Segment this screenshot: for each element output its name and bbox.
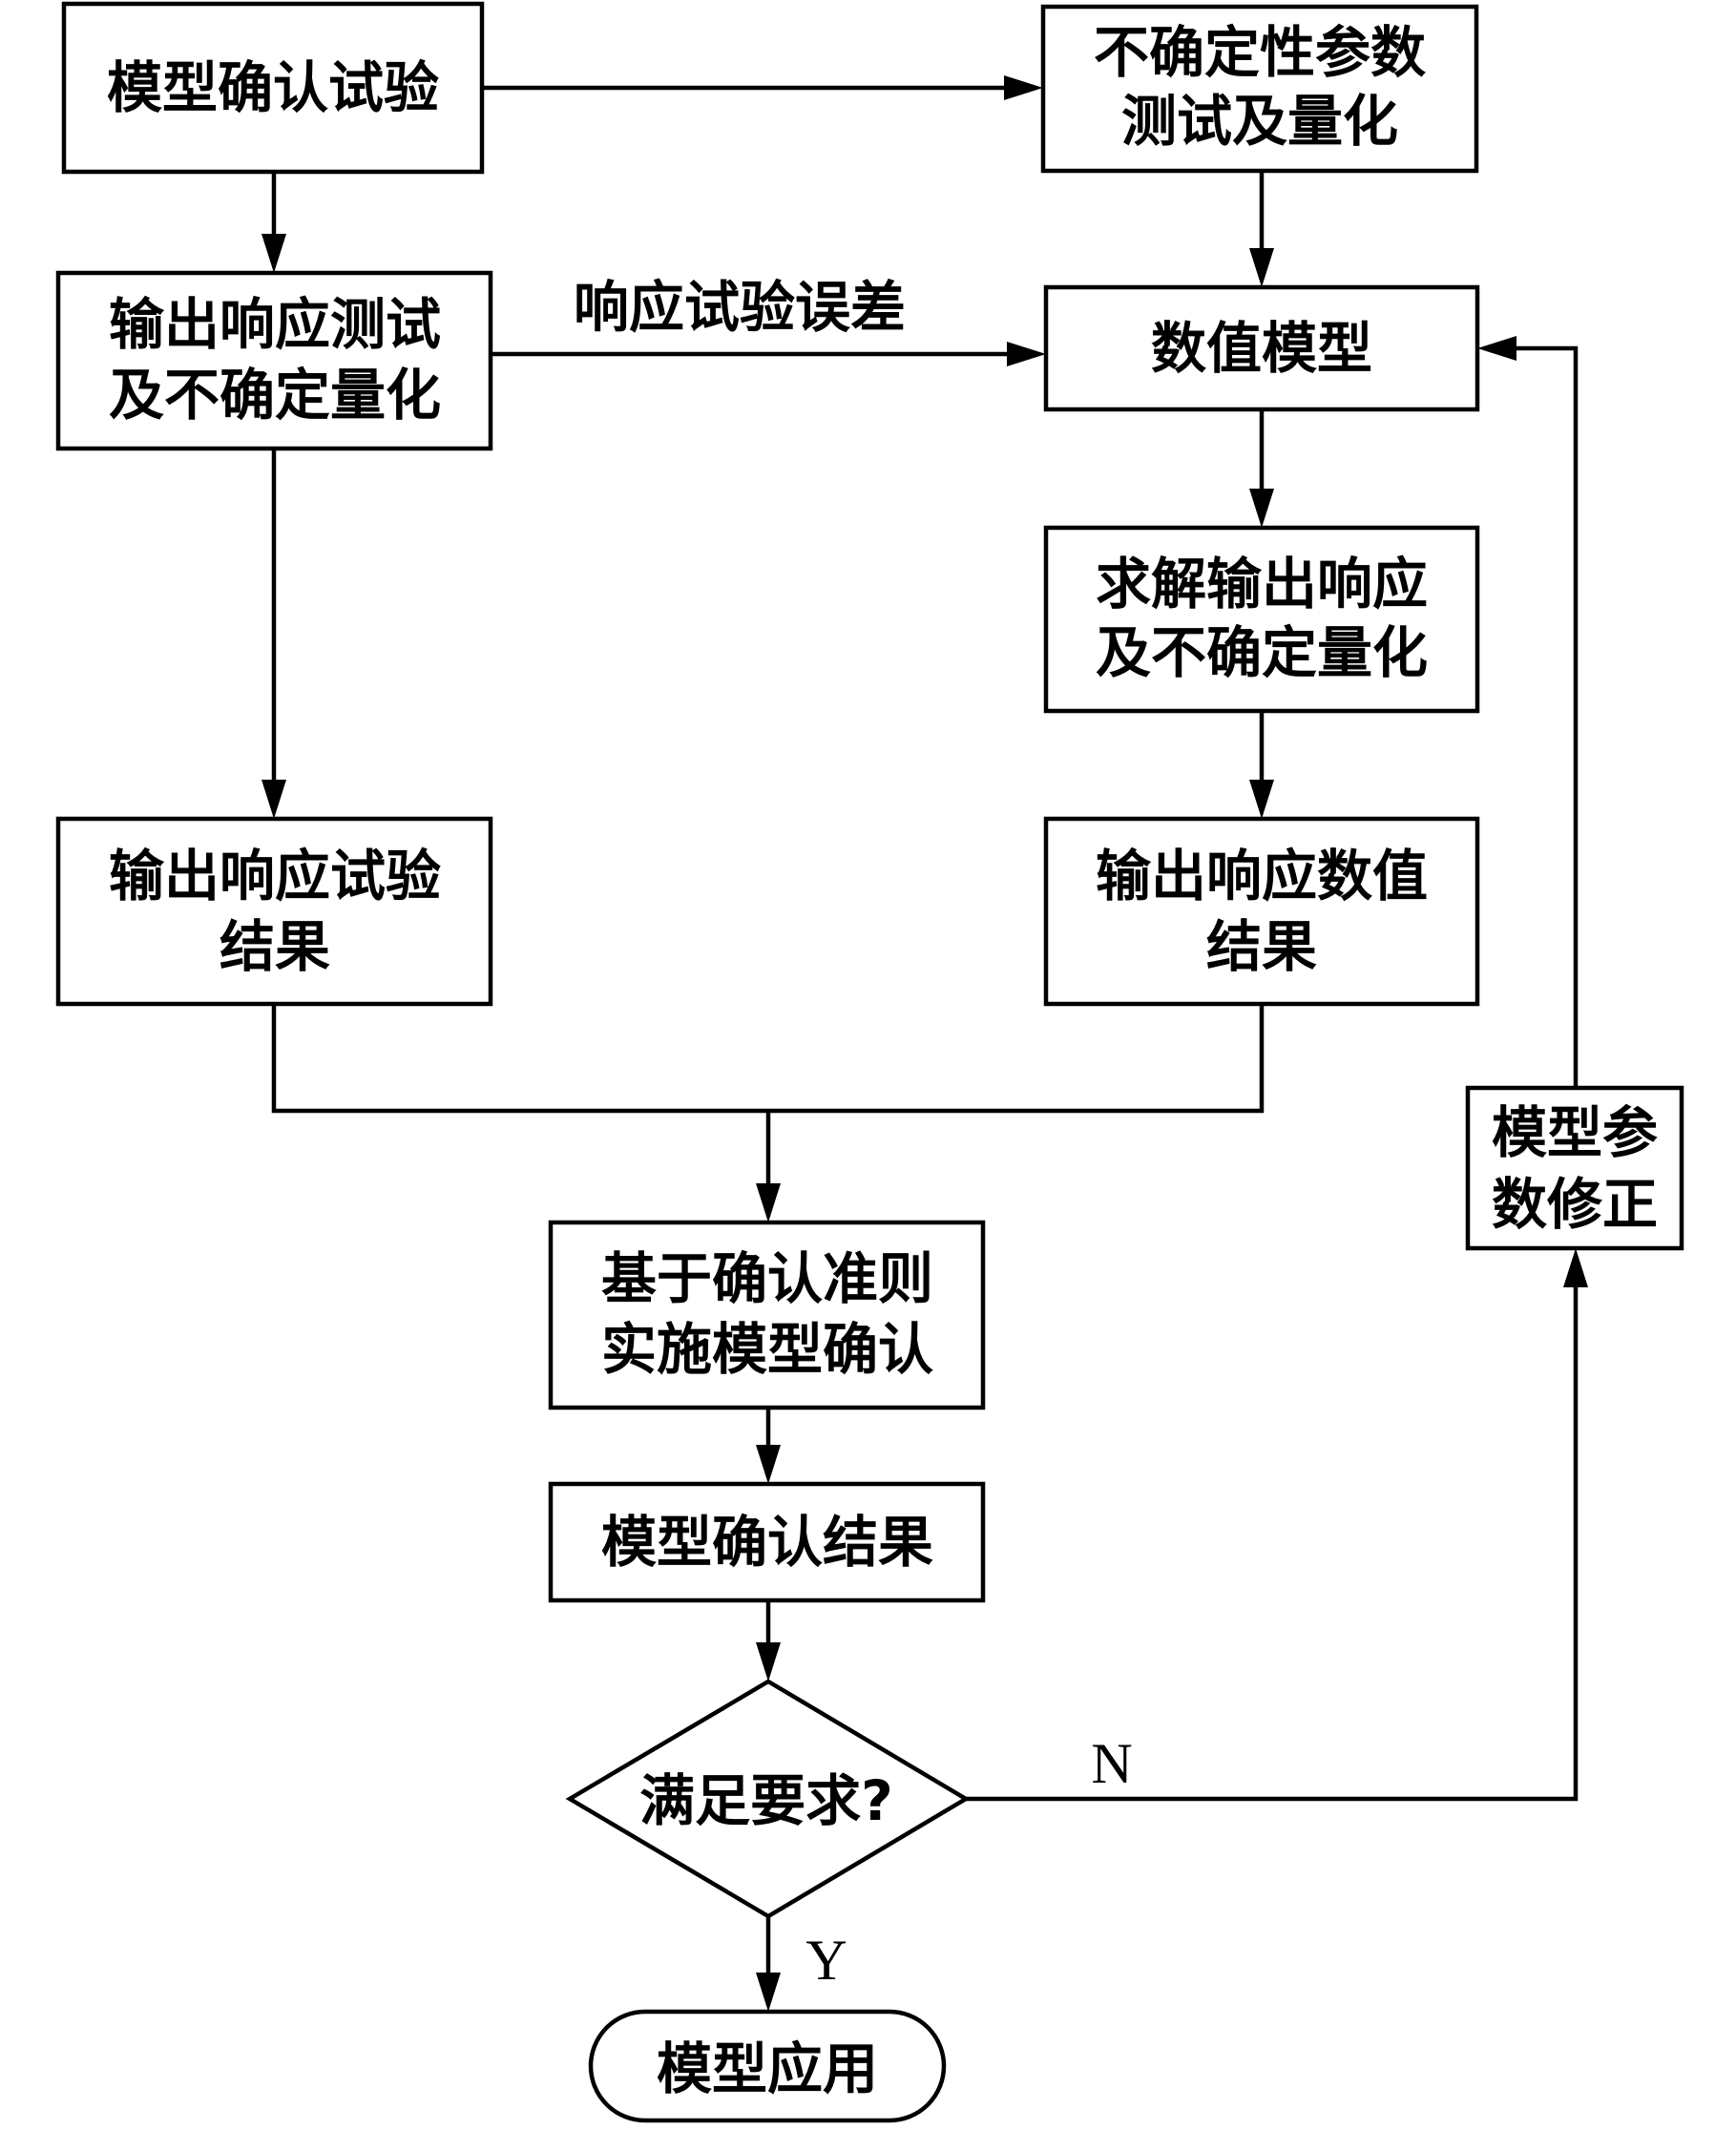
arrowhead-down (1249, 780, 1274, 819)
terminal-label: 模型应用 (657, 2036, 878, 2101)
node-label: 及不确定量化 (109, 363, 441, 428)
edge-results-merge (271, 1004, 1265, 1114)
decision-label: 满足要求? (639, 1768, 893, 1833)
box-model-validation-test (61, 1, 485, 175)
node-label: 实施模型确认 (601, 1317, 933, 1382)
box-output-test-result (55, 816, 493, 1007)
node-label: 模型确认结果 (601, 1510, 933, 1575)
node-label: 结果 (1206, 914, 1317, 979)
edge-correction-to-numerical (1501, 345, 1579, 1088)
arrowhead-down (756, 1445, 781, 1484)
arrowhead-up (1563, 1248, 1588, 1287)
arrowhead-down (261, 780, 286, 819)
node-label: 不确定性参数 (1094, 20, 1426, 85)
node-label: 输出响应数值 (1096, 844, 1428, 908)
arrowhead-down (1249, 248, 1274, 287)
node-label: 数修正 (1492, 1172, 1658, 1237)
box-validation-result (548, 1481, 986, 1603)
arrowhead-down (1249, 489, 1274, 528)
node-label: 数值模型 (1151, 316, 1372, 381)
edge-label-response-test-error: 响应试验误差 (574, 275, 906, 340)
arrowhead-left (1477, 336, 1516, 361)
box-param-correction (1465, 1085, 1684, 1251)
arrowhead-down (261, 234, 286, 273)
box-output-response-test (55, 270, 493, 451)
edge-label-yes: Y (805, 1929, 847, 1992)
box-uncertain-param-test (1040, 4, 1479, 174)
arrowhead-down (756, 1642, 781, 1681)
edge-label-no: N (1091, 1732, 1132, 1795)
arrowhead-right (1007, 342, 1046, 366)
arrowhead-down (756, 1973, 781, 2012)
node-label: 输出响应试验 (109, 844, 441, 908)
node-label: 模型参 (1492, 1100, 1658, 1165)
edge-decision-no (966, 1272, 1579, 1802)
node-label: 基于确认准则 (601, 1246, 933, 1311)
node-label: 及不确定量化 (1096, 620, 1428, 685)
node-label: 模型确认试验 (107, 55, 439, 120)
node-label: 测试及量化 (1121, 89, 1398, 154)
arrowhead-right (1004, 75, 1043, 100)
node-label: 求解输出响应 (1096, 552, 1428, 616)
terminal-model-application (588, 2009, 947, 2123)
node-label: 结果 (220, 914, 330, 979)
node-label: 输出响应测试 (109, 292, 441, 357)
arrowhead-down (756, 1183, 781, 1222)
